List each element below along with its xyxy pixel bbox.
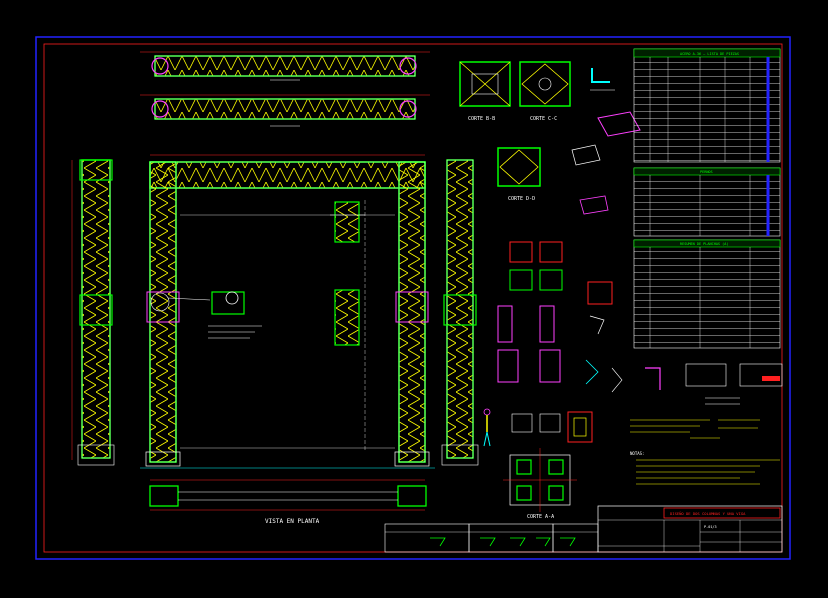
top-truss-plan-2 xyxy=(140,94,430,127)
section-b-b xyxy=(459,61,511,107)
parts-list-table xyxy=(633,48,781,163)
main-frame-elevation xyxy=(140,154,435,469)
section-a-a xyxy=(503,448,577,512)
bolts-table xyxy=(633,167,781,237)
plates-summary-table xyxy=(633,239,781,349)
person-scale-figure xyxy=(483,408,491,447)
section-label-d-d: CORTE D-D xyxy=(508,196,535,202)
top-truss-plan-1 xyxy=(140,51,430,81)
plan-view-label: VISTA EN PLANTA xyxy=(265,518,320,525)
section-label-a-a: CORTE A-A xyxy=(527,514,554,520)
beam-detail-insets xyxy=(330,201,365,346)
right-side-column-elevation xyxy=(441,159,479,466)
plates-table-title: RESUMEN DE PLANCHAS (A) xyxy=(680,242,728,246)
plate-details xyxy=(497,241,613,385)
section-c-c xyxy=(519,61,571,107)
specification-notes xyxy=(630,419,780,485)
section-label-c-c: CORTE C-C xyxy=(530,116,557,122)
weld-legend-tables xyxy=(611,363,783,405)
notes-heading: NOTAS: xyxy=(630,451,644,456)
bolts-table-title: PERNOS xyxy=(700,170,713,174)
bolted-connection-details xyxy=(511,411,593,443)
sheet-label: P-01/3 xyxy=(704,525,717,529)
section-d-d xyxy=(497,147,541,187)
weld-symbol-legend xyxy=(384,523,599,553)
isometric-details xyxy=(571,111,641,215)
plan-view xyxy=(149,479,427,511)
section-label-b-b: CORTE B-B xyxy=(468,116,495,122)
connection-callout xyxy=(150,291,262,339)
parts-list-title: ACERO A-36 — LISTA DE PIEZAS xyxy=(680,52,739,56)
outer-border xyxy=(35,36,791,560)
left-side-column-elevation xyxy=(71,159,115,466)
drawing-title: DISEÑO DE DOS COLUMNAS Y UNA VIGA xyxy=(670,511,746,516)
angle-detail xyxy=(590,68,615,91)
